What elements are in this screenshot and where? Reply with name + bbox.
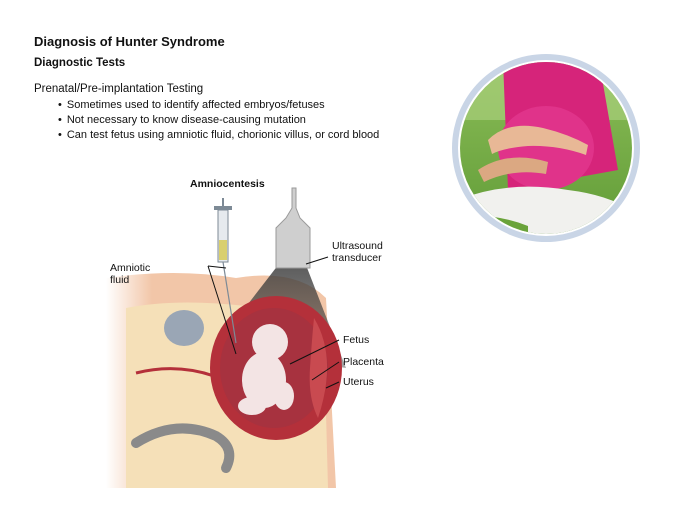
bladder [164, 310, 204, 346]
section-heading: Prenatal/Pre-implantation Testing [34, 83, 204, 95]
bullet-list: Sometimes used to identify affected embr… [58, 98, 379, 143]
bullet-item: Can test fetus using amniotic fluid, cho… [58, 128, 379, 143]
slide-title: Diagnosis of Hunter Syndrome [34, 34, 225, 49]
label-fetus: Fetus [343, 334, 370, 346]
fetus [238, 324, 294, 415]
hand-bottom [478, 157, 548, 182]
slide-subtitle: Diagnostic Tests [34, 57, 126, 69]
label-uterus: Uterus [343, 376, 374, 388]
syringe [214, 198, 237, 344]
label-placenta: Placenta [343, 356, 384, 368]
placenta [309, 318, 328, 418]
label-ultrasound-transducer: Ultrasound transducer [332, 240, 383, 264]
ultrasound-transducer [275, 187, 311, 269]
diagram-title: Amniocentesis [190, 178, 265, 190]
bullet-item: Not necessary to know disease-causing mu… [58, 113, 379, 128]
diagram-illustration [106, 187, 346, 488]
label-amniotic-fluid: Amniotic fluid [110, 262, 151, 286]
leader-lines [207, 256, 340, 389]
pregnant-woman-photo [452, 54, 640, 242]
hand-top [488, 125, 588, 155]
bullet-item: Sometimes used to identify affected embr… [58, 98, 379, 113]
